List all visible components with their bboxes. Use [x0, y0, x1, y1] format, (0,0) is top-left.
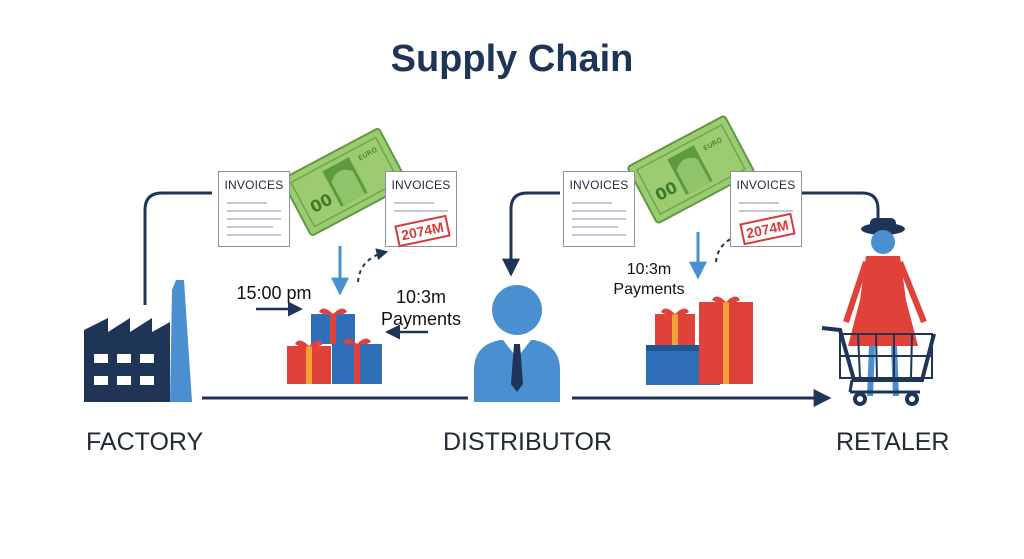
invoice-card: INVOICES 2074M: [385, 171, 457, 248]
payment-label: Payments: [380, 309, 462, 329]
factory-icon: [84, 280, 192, 402]
distributor-person-icon: [474, 285, 560, 402]
banknote-left-icon: 00 ᴇᴜʀᴏ: [281, 127, 409, 237]
right-dashed-arrow: [715, 230, 747, 263]
invoice-title: INVOICES: [736, 178, 796, 192]
distributor-label: DISTRIBUTOR: [443, 428, 612, 456]
invoice-card: INVOICES 2074M: [730, 171, 802, 247]
invoice-card: INVOICES: [563, 171, 635, 247]
invoice-card: INVOICES: [218, 171, 290, 247]
payment-time: 10:3m: [626, 261, 672, 278]
factory-label: FACTORY: [86, 428, 204, 456]
invoice-title: INVOICES: [391, 178, 451, 192]
payment-info-left: 10:3m Payments: [376, 286, 466, 330]
time-label: 15:00 pm: [236, 283, 312, 303]
invoice-to-distributor-arrow: [502, 191, 560, 277]
factory-to-invoice-connector: [143, 191, 212, 305]
payment-label: Payments: [613, 281, 685, 298]
left-gift-boxes-icon: [287, 308, 382, 384]
stamp-badge: 2074M: [394, 214, 451, 248]
retailer-shopper-icon: [821, 218, 936, 406]
payment-info-right: 10:3m Payments: [604, 260, 694, 300]
diagram-title: Supply Chain: [390, 38, 634, 80]
banknote-right-icon: 00 ᴇᴜʀᴏ: [627, 115, 755, 224]
stamp-badge: 2074M: [739, 212, 796, 246]
invoice-to-retailer-connector: [800, 191, 880, 222]
invoice-title: INVOICES: [224, 178, 284, 192]
right-gift-boxes-icon: [646, 296, 753, 385]
left-dashed-arrow: [357, 248, 389, 283]
retailer-label: RETALER: [836, 428, 950, 456]
payment-time: 10:3m: [395, 287, 447, 307]
invoice-title: INVOICES: [569, 178, 629, 192]
